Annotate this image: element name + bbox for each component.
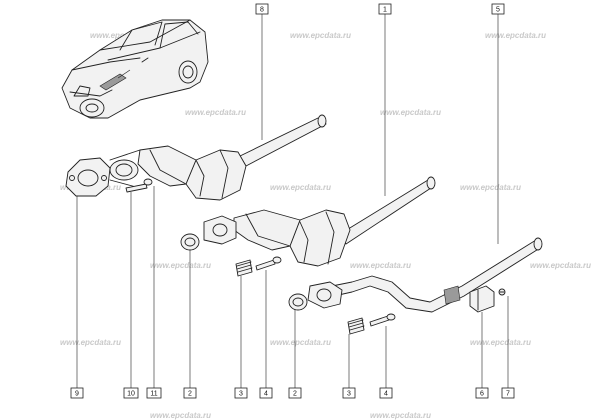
watermark: www.epcdata.ru	[270, 338, 331, 347]
stud-10	[125, 183, 148, 193]
callout-4: 4	[379, 387, 393, 399]
watermark: www.epcdata.ru	[530, 261, 591, 270]
callout-8: 8	[255, 3, 269, 15]
callout-label: 1	[383, 7, 387, 14]
callout-label: 6	[480, 391, 484, 398]
callout-label: 3	[239, 391, 243, 398]
watermark: www.epcdata.ru	[270, 183, 331, 192]
callout-2: 2	[288, 387, 302, 399]
gasket-9	[65, 157, 111, 197]
watermark-layer: www.epcdata.ru www.epcdata.ru www.epcdat…	[60, 31, 591, 420]
callout-3: 3	[234, 387, 248, 399]
callout-label: 2	[188, 391, 192, 398]
callout-5: 5	[491, 3, 505, 15]
watermark: www.epcdata.ru	[150, 261, 211, 270]
spring-3	[347, 317, 365, 335]
bolt-4	[255, 256, 282, 271]
callout-label: 2	[293, 391, 297, 398]
callout-label: 3	[347, 391, 351, 398]
watermark: www.epcdata.ru	[380, 108, 441, 117]
callout-label: 9	[75, 391, 79, 398]
bolt-4	[369, 313, 396, 327]
callout-label: 10	[127, 391, 135, 398]
front-pipe-assembly-1	[203, 176, 436, 267]
nut-11	[143, 178, 153, 186]
watermark: www.epcdata.ru	[60, 338, 121, 347]
catalytic-converter-assembly-8	[109, 114, 327, 201]
callout-3: 3	[342, 387, 356, 399]
callout-label: 4	[384, 391, 388, 398]
watermark: www.epcdata.ru	[485, 31, 546, 40]
callout-label: 11	[150, 391, 157, 398]
watermark: www.epcdata.ru	[150, 411, 211, 420]
callout-label: 4	[264, 391, 268, 398]
callout-7: 7	[501, 387, 515, 399]
callout-2: 2	[183, 387, 197, 399]
callout-label: 7	[506, 391, 510, 398]
gasket-ring-2	[180, 233, 200, 251]
leader-lines	[76, 14, 509, 388]
callout-1: 1	[378, 3, 392, 15]
watermark: www.epcdata.ru	[290, 31, 351, 40]
callout-6: 6	[475, 387, 489, 399]
callout-11: 11	[146, 387, 162, 399]
gasket-ring-2	[288, 293, 308, 311]
callout-9: 9	[70, 387, 84, 399]
screw-7	[498, 288, 506, 296]
watermark: www.epcdata.ru	[185, 108, 246, 117]
callout-10: 10	[123, 387, 139, 399]
watermark: www.epcdata.ru	[350, 261, 411, 270]
watermark: www.epcdata.ru	[90, 31, 151, 40]
callout-label: 8	[260, 7, 264, 14]
watermark: www.epcdata.ru	[370, 411, 431, 420]
intermediate-pipe-assembly-5	[307, 237, 543, 313]
watermark: www.epcdata.ru	[470, 338, 531, 347]
callout-4: 4	[259, 387, 273, 399]
car-illustration	[61, 19, 209, 119]
spring-3	[235, 259, 253, 277]
callout-label: 5	[496, 7, 500, 14]
watermark: www.epcdata.ru	[460, 183, 521, 192]
bracket-6	[469, 285, 495, 313]
